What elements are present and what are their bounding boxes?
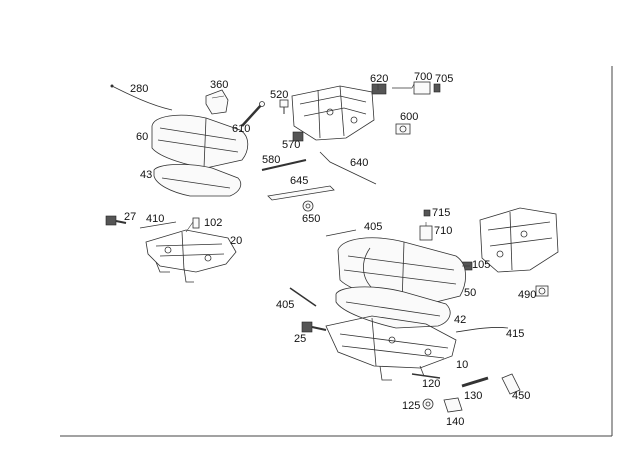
- part-connector-700: [392, 81, 441, 95]
- part-rod-580: [261, 159, 307, 171]
- part-bolt-600: [395, 123, 411, 135]
- label-650: 650: [302, 213, 320, 225]
- part-bolt-490: [535, 285, 549, 297]
- label-125: 125: [402, 400, 420, 412]
- label-580: 580: [262, 154, 280, 166]
- part-rod-640: [319, 151, 377, 185]
- label-520: 520: [270, 89, 288, 101]
- part-wire-410: [139, 221, 177, 229]
- part-clip-140: [443, 397, 463, 413]
- label-60: 60: [136, 131, 148, 143]
- part-screw-25: [301, 321, 327, 333]
- label-50: 50: [464, 287, 476, 299]
- label-450: 450: [512, 390, 530, 402]
- part-strap-645: [267, 185, 335, 201]
- part-strip-120: [411, 373, 441, 379]
- label-610: 610: [232, 123, 250, 135]
- part-strip-130: [461, 376, 489, 388]
- part-seat-base-10: [325, 315, 457, 381]
- part-rod-610: [241, 101, 265, 127]
- label-570: 570: [282, 139, 300, 151]
- part-wire-280: [110, 84, 173, 111]
- part-bracket-360: [205, 89, 229, 115]
- label-105: 105: [472, 259, 490, 271]
- part-screw-27: [105, 215, 127, 226]
- part-seat-base-20: [145, 229, 237, 283]
- label-410: 410: [146, 213, 164, 225]
- label-102: 102: [204, 217, 222, 229]
- label-645: 645: [290, 175, 308, 187]
- label-705: 705: [435, 73, 453, 85]
- label-640: 640: [350, 157, 368, 169]
- label-10: 10: [456, 359, 468, 371]
- label-405-lower: 405: [276, 299, 294, 311]
- part-cushion-60: [151, 114, 249, 169]
- part-bolt-570: [292, 131, 304, 142]
- label-710: 710: [434, 225, 452, 237]
- label-715: 715: [432, 207, 450, 219]
- part-grommet-650: [302, 200, 314, 212]
- part-latch-450: [501, 373, 521, 395]
- label-42: 42: [454, 314, 466, 326]
- label-700: 700: [414, 71, 432, 83]
- part-wire-415: [455, 327, 509, 333]
- label-25: 25: [294, 333, 306, 345]
- part-screw-520: [279, 99, 289, 114]
- label-360: 360: [210, 79, 228, 91]
- label-415: 415: [506, 328, 524, 340]
- label-405-upper: 405: [364, 221, 382, 233]
- label-280: 280: [130, 83, 148, 95]
- label-27: 27: [124, 211, 136, 223]
- part-grommet-125: [422, 398, 434, 410]
- label-140: 140: [446, 416, 464, 428]
- label-130: 130: [464, 390, 482, 402]
- label-120: 120: [422, 378, 440, 390]
- leader-lines: [185, 83, 470, 267]
- label-600: 600: [400, 111, 418, 123]
- label-20: 20: [230, 235, 242, 247]
- part-wire-405-upper: [325, 229, 357, 237]
- part-pin-102: [192, 217, 200, 229]
- part-seat-frame-right: [479, 207, 559, 273]
- label-490: 490: [518, 289, 536, 301]
- label-620: 620: [370, 73, 388, 85]
- part-clip-620: [371, 83, 387, 95]
- part-pad-43: [153, 164, 242, 197]
- part-wire-405-lower: [289, 287, 317, 307]
- part-seat-frame-upper: [291, 85, 375, 141]
- label-43: 43: [140, 169, 152, 181]
